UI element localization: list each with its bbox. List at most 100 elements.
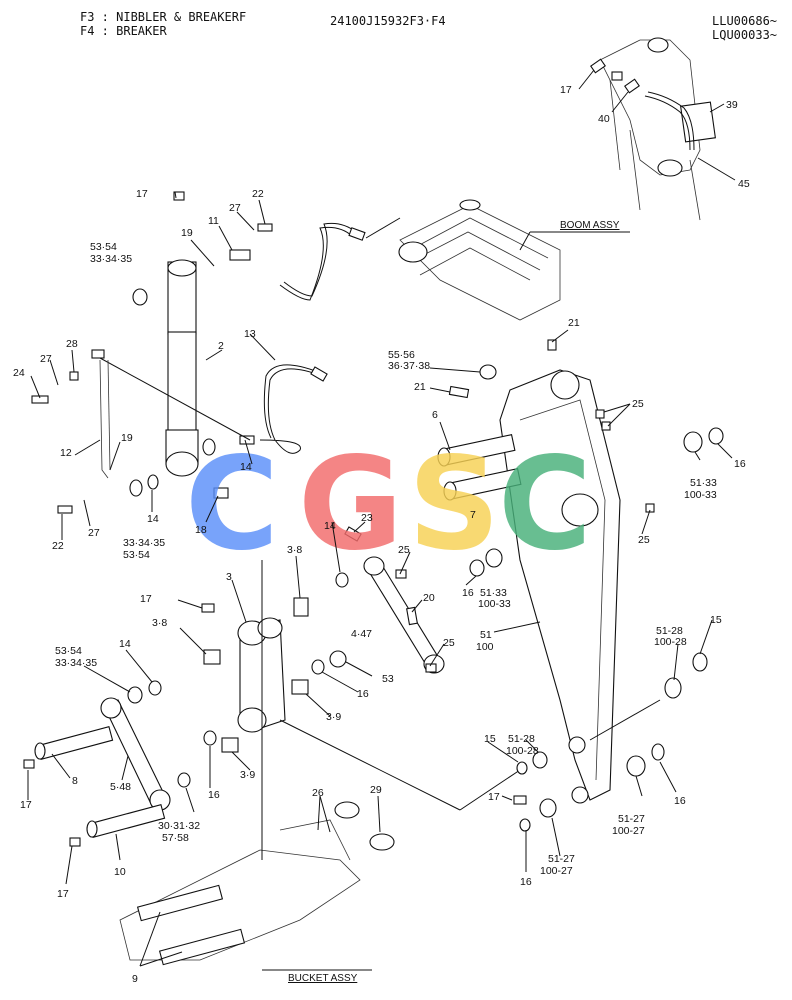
- callout-label: 16: [462, 587, 474, 599]
- arm-51-drawing: [459, 369, 661, 811]
- watermark-letter-g: G: [298, 430, 403, 579]
- callout-label: 5·48: [110, 781, 131, 793]
- callout-label: 51-27: [548, 853, 575, 865]
- callout-label: 55·56: [388, 349, 415, 361]
- callout-label: 3·9: [240, 769, 255, 781]
- callout-label: 23: [361, 512, 373, 524]
- bucket-assembly-drawing: [119, 560, 461, 971]
- callout-label: 21: [568, 317, 580, 329]
- callout-label: 100-28: [506, 745, 539, 757]
- watermark-letter-c1: C: [185, 430, 279, 579]
- callout-label: 13: [244, 328, 256, 340]
- callout-label: 16: [734, 458, 746, 470]
- callout-label: 3: [226, 571, 232, 583]
- callout-label: 17: [560, 84, 572, 96]
- callout-label: 100-27: [612, 825, 645, 837]
- callout-label: 33·34·35: [123, 537, 165, 549]
- callout-label: 28: [66, 338, 78, 350]
- callout-label: 36·37·38: [388, 360, 430, 372]
- callout-label: 51·33: [480, 587, 507, 599]
- callout-label: 4·47: [351, 628, 372, 640]
- callout-label: 19: [121, 432, 133, 444]
- header-serial-1: LLU00686~: [712, 14, 778, 28]
- callout-label: 51-28: [508, 733, 535, 745]
- callout-label: 100-33: [684, 489, 717, 501]
- callout-label: 2: [218, 340, 224, 352]
- watermark-letter-s: S: [408, 430, 500, 579]
- callout-label: 30·31·32: [158, 820, 200, 832]
- callout-label: 17: [20, 799, 32, 811]
- callout-label: 3·8: [287, 544, 302, 556]
- callout-label: 25: [638, 534, 650, 546]
- callout-label: 19: [181, 227, 193, 239]
- callout-label: 57·58: [162, 832, 189, 844]
- callout-label: 9: [132, 973, 138, 985]
- callout-label: 33·34·35: [55, 657, 97, 669]
- callout-label: 51: [480, 629, 492, 641]
- watermark-logo: C G S C: [185, 430, 592, 579]
- callout-label: 100-28: [654, 636, 687, 648]
- callout-label: 10: [114, 866, 126, 878]
- callout-label: 25: [443, 637, 455, 649]
- callout-label: 16: [674, 795, 686, 807]
- callout-label: 53: [382, 673, 394, 685]
- callout-label: 12: [60, 447, 72, 459]
- link-3-drawing: [203, 597, 309, 753]
- callout-label: 100-27: [540, 865, 573, 877]
- callout-label: 16: [357, 688, 369, 700]
- callout-label: 45: [738, 178, 750, 190]
- link-5-48-drawing: [100, 697, 171, 811]
- inset-bracket-drawing: [590, 37, 716, 221]
- callout-label: 27: [229, 202, 241, 214]
- callout-label: 7: [470, 509, 476, 521]
- pins-8-10-drawing: [34, 725, 166, 839]
- callout-label: 15: [710, 614, 722, 626]
- boom-assembly-drawing: [398, 199, 630, 321]
- washers-bushings: [127, 288, 724, 832]
- callout-label: 53·54: [55, 645, 82, 657]
- callout-labels: 17 40 39 45 17 27 22 11 19 53·54 33·34·3…: [13, 84, 750, 985]
- callout-label: 27: [88, 527, 100, 539]
- header-variant-line-2: F4 : BREAKER: [80, 24, 167, 38]
- callout-label: 51-27: [618, 813, 645, 825]
- boom-assy-label: BOOM ASSY: [560, 220, 620, 231]
- callout-label: 51·33: [690, 477, 717, 489]
- pins-6-7-drawing: [437, 339, 557, 501]
- callout-label: 33·34·35: [90, 253, 132, 265]
- callout-label: 20: [423, 592, 435, 604]
- callout-label: 27: [40, 353, 52, 365]
- callout-label: 17: [140, 593, 152, 605]
- callout-label: 40: [598, 113, 610, 125]
- callout-label: 8: [72, 775, 78, 787]
- header-drawing-number: 24100J15932F3·F4: [330, 14, 446, 28]
- callout-label: 29: [370, 784, 382, 796]
- callout-label: 17: [488, 791, 500, 803]
- callout-label: 14: [147, 513, 159, 525]
- callout-label: 100: [476, 641, 494, 653]
- callout-label: 25: [398, 544, 410, 556]
- bolts-fittings: [23, 191, 655, 847]
- callout-label: 14: [119, 638, 131, 650]
- callout-label: 22: [52, 540, 64, 552]
- header-serial-2: LQU00033~: [712, 28, 778, 42]
- callout-label: 16: [208, 789, 220, 801]
- callout-label: 11: [208, 215, 219, 227]
- callout-label: 53·54: [90, 241, 117, 253]
- leader-lines: [27, 69, 736, 967]
- hose-13-drawing: [239, 217, 401, 454]
- callout-label: 16: [520, 876, 532, 888]
- bucket-assy-label: BUCKET ASSY: [288, 973, 358, 984]
- header-variant-line-1: F3 : NIBBLER & BREAKERF: [80, 10, 247, 24]
- callout-label: 53·54: [123, 549, 150, 561]
- callout-label: 3·9: [326, 711, 341, 723]
- callout-label: 25: [632, 398, 644, 410]
- callout-label: 3·8: [152, 617, 167, 629]
- callout-label: 15: [484, 733, 496, 745]
- callout-label: 14: [324, 520, 336, 532]
- cylinder-2-drawing: [99, 259, 251, 479]
- callout-label: 39: [726, 99, 738, 111]
- callout-label: 26: [312, 787, 324, 799]
- callout-label: 18: [195, 524, 207, 536]
- callout-label: 14: [240, 461, 252, 473]
